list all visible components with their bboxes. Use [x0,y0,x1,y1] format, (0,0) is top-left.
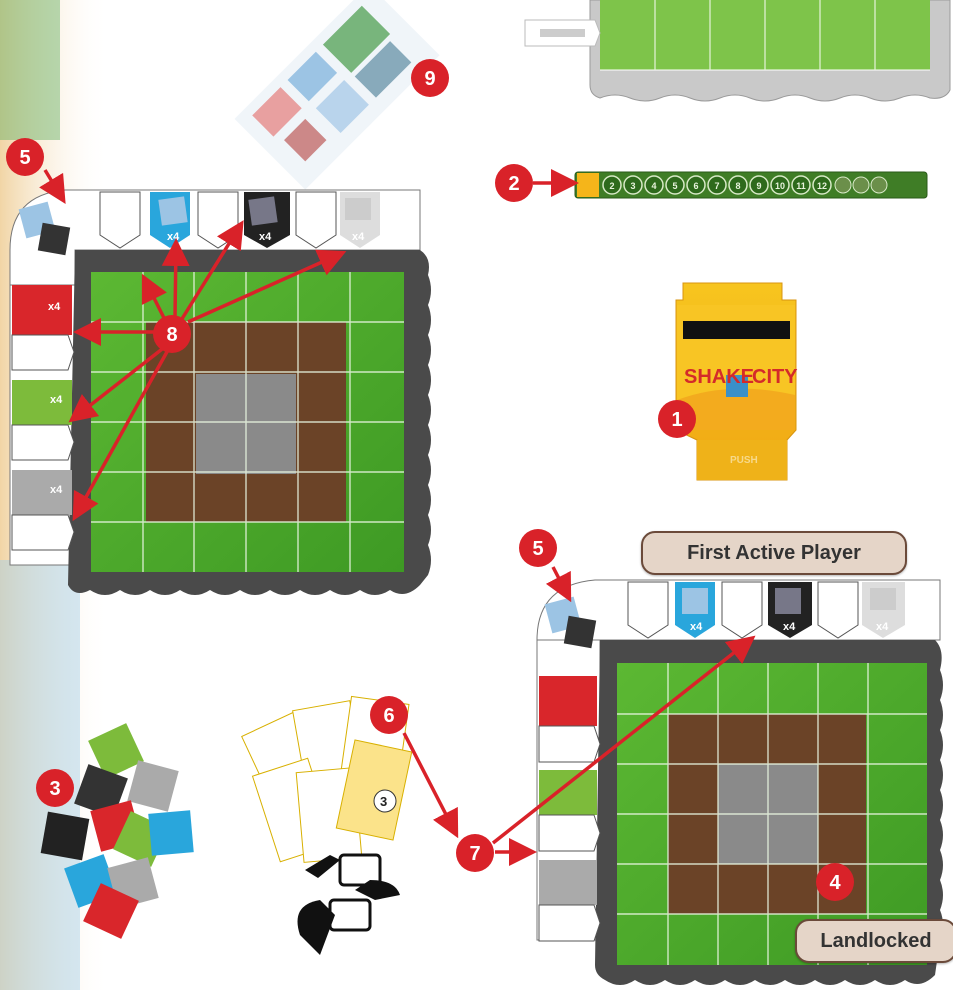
tile-multiplier-grey-side: x4 [50,484,63,496]
marker-7-number: 7 [469,843,480,865]
score-track-number: 6 [693,181,698,191]
marker-4-number: 4 [829,872,841,894]
marker-1-number: 1 [671,409,682,431]
player-board-left [10,190,431,595]
tile-multiplier-red: x4 [48,301,61,313]
box-push-label: PUSH [730,455,758,466]
score-track-number: 11 [796,181,806,191]
marker-5b-number: 5 [532,538,543,560]
marker-2-number: 2 [508,173,519,195]
score-track-number: 9 [756,181,761,191]
score-track-number: 7 [714,181,719,191]
tile-multiplier-grey: x4 [352,231,365,243]
reference-sheet [235,0,440,190]
tile-multiplier-black: x4 [259,231,272,243]
marker-8-number: 8 [166,324,177,346]
score-track-bonus-space [871,177,887,193]
score-track-number: 5 [672,181,677,191]
right-tile-multiplier-grey: x4 [876,621,889,633]
board-top-fragment [525,0,950,101]
box-logo-part2: CITY [752,366,798,388]
score-track-number: 2 [609,181,614,191]
pass-cards-icon [298,855,401,955]
score-track-number: 3 [630,181,635,191]
score-track-number: 10 [775,181,785,191]
score-track: 2 3 4 5 6 7 8 9 10 11 12 [575,172,927,198]
marker-6-number: 6 [383,705,394,727]
landlocked-label: Landlocked [795,919,953,963]
score-track-bonus-space [853,177,869,193]
score-track-number: 12 [817,181,827,191]
score-track-bonus-space [835,177,851,193]
marker-9-number: 9 [424,68,435,90]
right-tile-multiplier-black: x4 [783,621,796,633]
tile-multiplier-green: x4 [50,394,63,406]
score-track-number: 4 [651,181,656,191]
right-tile-multiplier-blue: x4 [690,621,703,633]
tile-multiplier-blue: x4 [167,231,180,243]
first-active-player-label: First Active Player [641,531,907,575]
card-value: 3 [380,794,387,809]
marker-3-number: 3 [49,778,60,800]
box-logo-part1: SHAKE [684,366,754,388]
marker-5a-number: 5 [19,147,30,169]
score-track-number: 8 [735,181,740,191]
